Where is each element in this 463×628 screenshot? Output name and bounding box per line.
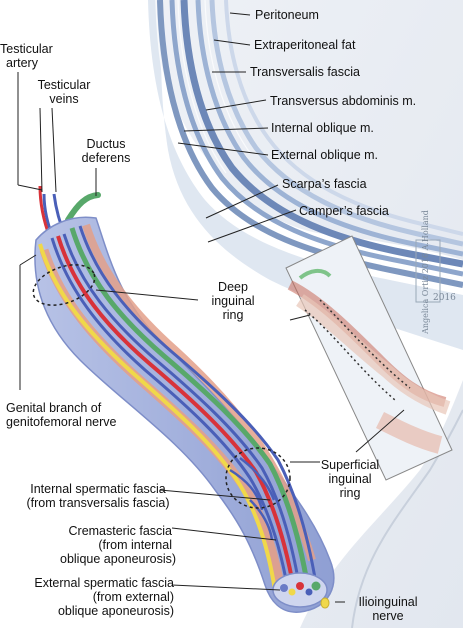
label-campers-fascia: Camper’s fascia [299, 204, 389, 218]
label-external-spermatic-fascia: External spermatic fascia (from external… [34, 576, 174, 618]
label-deep-inguinal-ring: Deep inguinal ring [211, 280, 255, 322]
testicular-artery-cord [56, 235, 296, 591]
label-transversus-abdominis: Transversus abdominis m. [270, 94, 417, 108]
svg-text:2016: 2016 [433, 293, 456, 303]
label-external-oblique: External oblique m. [271, 148, 379, 162]
label-testicular-artery: Testicular artery [0, 42, 53, 70]
spermatic-cord [34, 216, 335, 613]
label-scarpas-fascia: Scarpa’s fascia [282, 177, 367, 191]
label-ductus-deferens: Ductus deferens [81, 137, 131, 165]
label-extraperitoneal-fat: Extraperitoneal fat [254, 38, 356, 52]
svg-text:Angelica Ortiz 2016 A.Holland: Angelica Ortiz 2016 A.Holland [421, 210, 430, 335]
artist-signature: Angelica Ortiz 2016 A.Holland 2016 [415, 210, 456, 335]
label-internal-spermatic-fascia: Internal spermatic fascia (from transver… [26, 482, 170, 510]
label-superficial-inguinal-ring: Superficial inguinal ring [320, 458, 380, 500]
superficial-inguinal-ring-marker [225, 447, 291, 509]
label-internal-oblique: Internal oblique m. [271, 121, 374, 135]
label-transversalis-fascia: Transversalis fascia [250, 65, 360, 79]
genital-branch-nerve [38, 243, 277, 591]
ilioinguinal-nerve-end [320, 597, 330, 609]
leader-lines [17, 12, 405, 603]
label-ilioinguinal-nerve: Ilioinguinal nerve [358, 595, 418, 623]
cord-cut-end [272, 572, 328, 608]
label-testicular-veins: Testicular veins [37, 78, 91, 106]
ductus-deferens-cord [69, 227, 311, 589]
ductus-deferens-upper [65, 192, 101, 223]
inset-frame [285, 235, 453, 481]
label-cremasteric-fascia: Cremasteric fascia (from internal obliqu… [60, 524, 177, 566]
thigh-outline [351, 409, 463, 628]
deep-inguinal-ring-marker [32, 264, 96, 306]
label-peritoneum: Peritoneum [255, 8, 319, 22]
label-genital-branch: Genital branch of genitofemoral nerve [6, 401, 117, 429]
